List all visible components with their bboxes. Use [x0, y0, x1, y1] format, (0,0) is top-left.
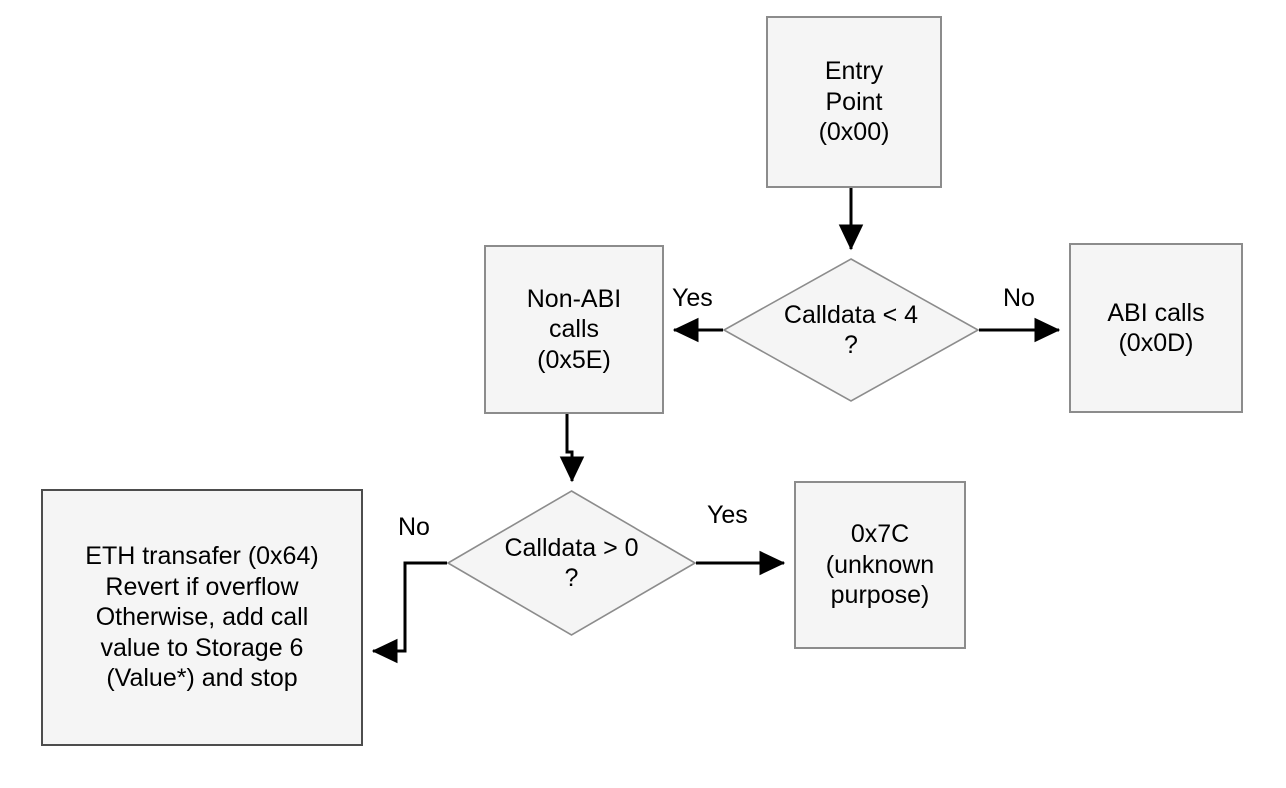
node-abi-calls-label: ABI calls (0x0D): [1107, 298, 1205, 358]
node-decision-calldata-gt-0-label: Calldata > 0 ?: [504, 533, 639, 593]
node-entry-point-label: Entry Point (0x00): [818, 57, 890, 147]
node-unknown-purpose[interactable]: 0x7C (unknown purpose): [794, 481, 966, 649]
edge-label-no-calldata-lt-4: No: [1003, 284, 1035, 312]
edge-non-abi-to-decision2: [559, 414, 585, 483]
edge-label-no-calldata-gt-0: No: [398, 513, 430, 541]
node-entry-point[interactable]: Entry Point (0x00): [766, 16, 942, 188]
edge-decision2-no: [371, 561, 447, 664]
node-non-abi-calls[interactable]: Non-ABI calls (0x5E): [484, 245, 664, 414]
node-decision-calldata-lt-4-label: Calldata < 4 ?: [783, 300, 919, 360]
diamond-shape: [447, 490, 696, 636]
diamond-shape: [723, 258, 979, 402]
edge-label-yes-calldata-lt-4: Yes: [672, 284, 713, 312]
edge-label-yes-calldata-gt-0: Yes: [707, 501, 748, 529]
node-decision-calldata-gt-0[interactable]: Calldata > 0 ?: [447, 490, 696, 636]
node-abi-calls[interactable]: ABI calls (0x0D): [1069, 243, 1243, 413]
node-decision-calldata-lt-4[interactable]: Calldata < 4 ?: [723, 258, 979, 402]
node-eth-transfer-label: ETH transafer (0x64) Revert if overflow …: [85, 542, 319, 693]
node-unknown-purpose-label: 0x7C (unknown purpose): [825, 520, 935, 610]
node-non-abi-calls-label: Non-ABI calls (0x5E): [526, 284, 622, 374]
node-eth-transfer[interactable]: ETH transafer (0x64) Revert if overflow …: [41, 489, 363, 746]
